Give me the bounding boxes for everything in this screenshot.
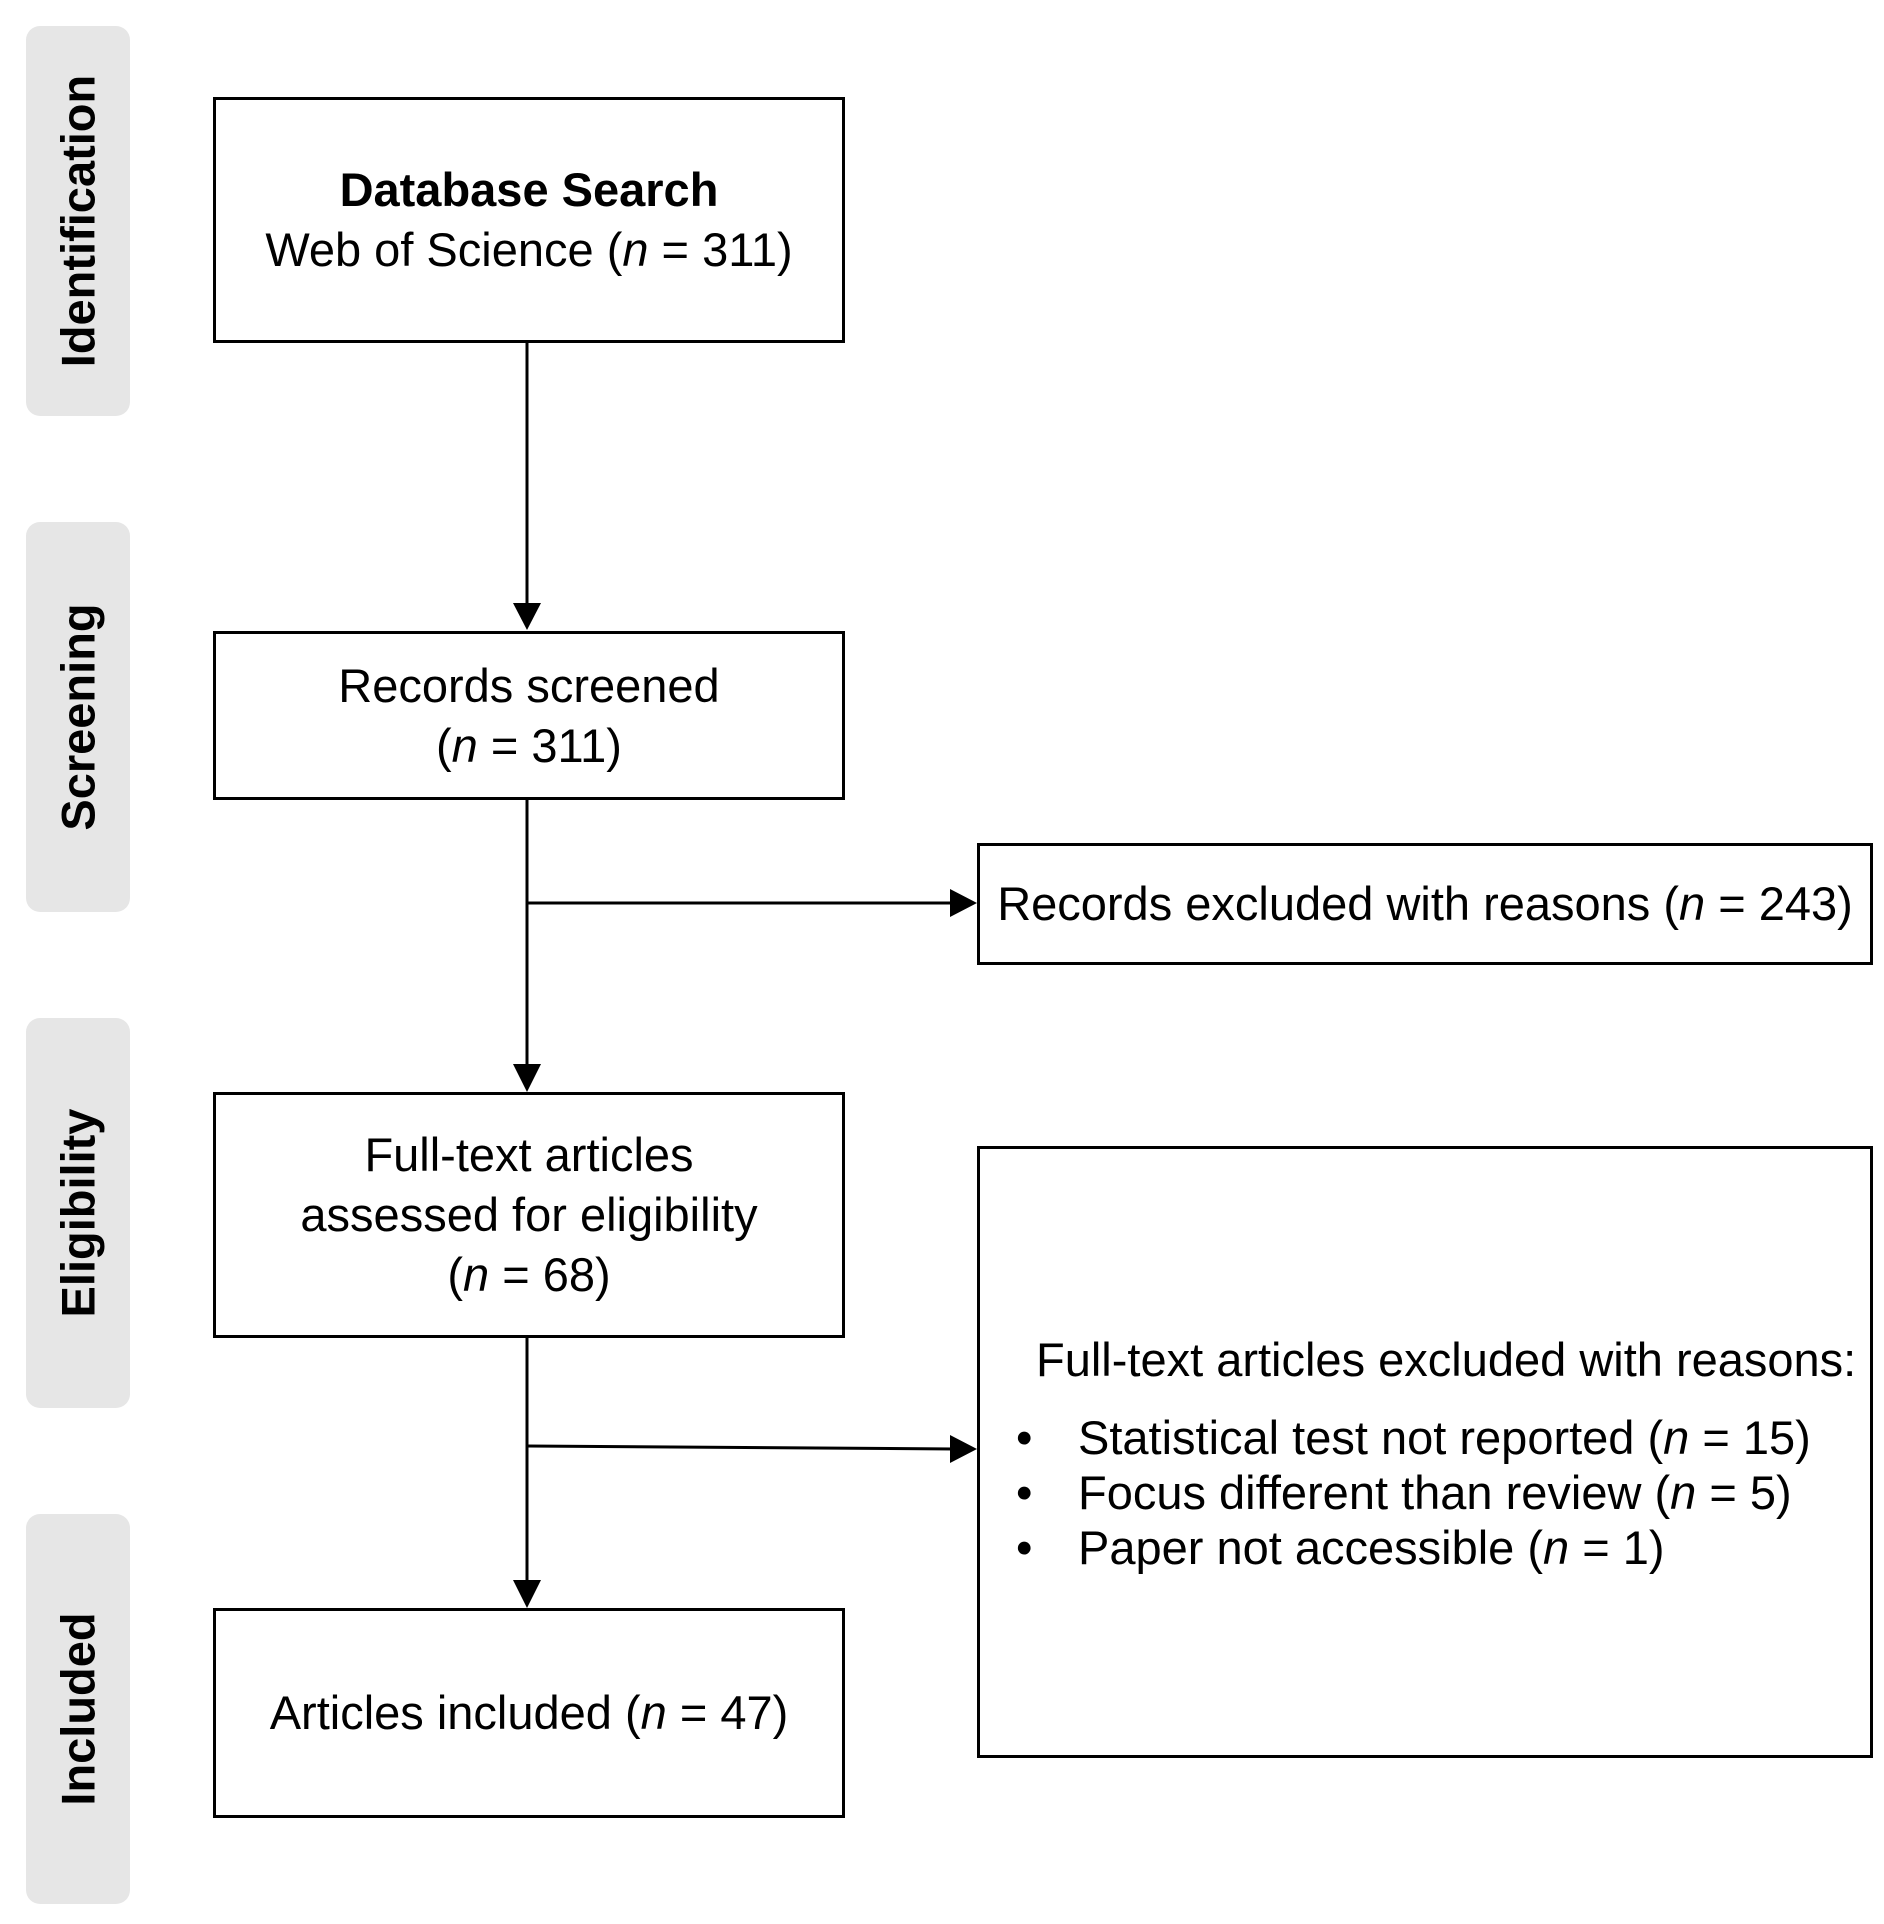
arrowhead-full-text-excluded bbox=[950, 1435, 977, 1463]
phase-included: Included bbox=[26, 1514, 130, 1904]
arrowhead-assessed bbox=[513, 1064, 541, 1092]
exclusion-reason: Focus different than review (n = 5) bbox=[1016, 1465, 1811, 1520]
full-text-excluded-box: Full-text articles excluded with reasons… bbox=[977, 1146, 1873, 1758]
records-screened-label: Records screened bbox=[338, 658, 720, 712]
phase-identification: Identification bbox=[26, 26, 130, 416]
full-text-assessed-box: Full-text articles assessed for eligibil… bbox=[213, 1092, 845, 1338]
articles-included-box: Articles included (n = 47) bbox=[213, 1608, 845, 1818]
arrow-to-full-text-excluded bbox=[526, 1444, 956, 1451]
arrowhead-records-excluded bbox=[950, 889, 977, 917]
records-screened-box: Records screened (n = 311) bbox=[213, 631, 845, 800]
records-screened-count: (n = 311) bbox=[436, 718, 622, 772]
arrowhead-screened bbox=[513, 603, 541, 630]
arrowhead-included bbox=[513, 1580, 541, 1608]
records-excluded-label: Records excluded with reasons (n = 243) bbox=[997, 877, 1853, 930]
articles-included-label: Articles included (n = 47) bbox=[269, 1686, 789, 1739]
database-search-box: Database Search Web of Science (n = 311) bbox=[213, 97, 845, 343]
full-text-assessed-count: (n = 68) bbox=[447, 1248, 611, 1301]
exclusion-reason: Paper not accessible (n = 1) bbox=[1016, 1520, 1811, 1575]
database-search-count: Web of Science (n = 311) bbox=[265, 223, 793, 276]
full-text-excluded-heading: Full-text articles excluded with reasons… bbox=[1036, 1332, 1857, 1386]
records-excluded-box: Records excluded with reasons (n = 243) bbox=[977, 843, 1873, 965]
database-search-title: Database Search bbox=[339, 163, 719, 216]
exclusion-reason: Statistical test not reported (n = 15) bbox=[1016, 1410, 1811, 1465]
full-text-assessed-line2: assessed for eligibility bbox=[300, 1188, 758, 1241]
phase-eligibility: Eligibility bbox=[26, 1018, 130, 1408]
exclusion-reasons-list: Statistical test not reported (n = 15) F… bbox=[1016, 1410, 1811, 1575]
full-text-assessed-line1: Full-text articles bbox=[364, 1128, 694, 1181]
phase-screening: Screening bbox=[26, 522, 130, 912]
